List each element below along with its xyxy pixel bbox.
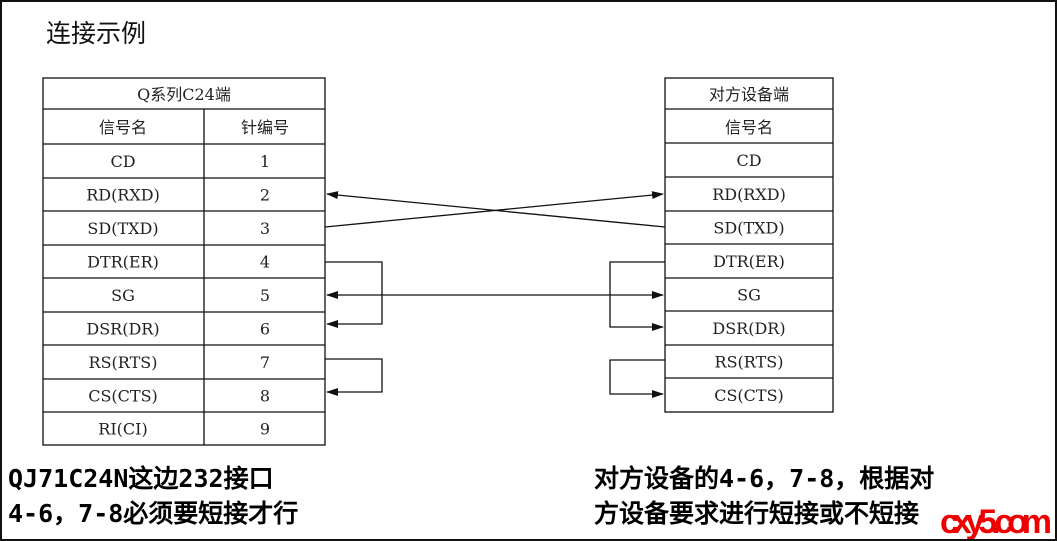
left-pin-cell: 1 (260, 152, 270, 171)
right-signal-cell: RD(RXD) (712, 185, 786, 204)
right-table-caption: 对方设备端 (709, 85, 789, 104)
right-header-signal: 信号名 (725, 118, 773, 137)
left-pin-cell: 4 (260, 253, 270, 272)
left-signal-cell: RD(RXD) (86, 186, 160, 205)
left-signal-cell: DTR(ER) (87, 253, 159, 272)
left-loop-4-6 (325, 261, 383, 328)
left-pin-cell: 9 (260, 420, 270, 439)
right-signal-cell: CS(CTS) (714, 386, 784, 405)
watermark: cxy5.com (940, 503, 1052, 541)
right-signal-cell: SD(TXD) (713, 219, 784, 238)
right-table: 对方设备端 信号名 CD RD(RXD) SD(TXD) DTR(ER) SG DSR(D… (664, 77, 834, 413)
left-loop-7-8 (325, 358, 383, 396)
right-note-line-1: 对方设备的4-6，7-8，根据对 (594, 464, 934, 493)
left-pin-cell: 3 (260, 219, 270, 238)
left-header-signal: 信号名 (99, 118, 147, 137)
left-pin-cell: 2 (260, 186, 270, 205)
left-signal-cell: SG (111, 286, 135, 305)
left-signal-cell: RS(RTS) (89, 353, 158, 372)
left-pin-cell: 7 (260, 353, 270, 372)
page-title: 连接示例 (46, 19, 146, 48)
left-note-line-1: QJ71C24N这边232接口 (8, 464, 274, 493)
left-header-pin: 针编号 (241, 118, 289, 137)
left-signal-cell: SD(TXD) (87, 219, 158, 238)
left-note-line-2: 4-6，7-8必须要短接才行 (8, 499, 298, 528)
notes: QJ71C24N这边232接口 4-6，7-8必须要短接才行 对方设备的4-6，… (8, 464, 934, 528)
right-signal-cell: DTR(ER) (713, 252, 785, 271)
wires (324, 191, 666, 398)
right-loop-7-8 (609, 359, 665, 398)
left-signal-cell: DSR(DR) (86, 320, 159, 339)
right-signal-cell: CD (736, 151, 761, 170)
right-note-line-2: 方设备要求进行短接或不短接 (594, 499, 919, 528)
right-loop-4-6 (609, 261, 665, 331)
right-signal-cell: DSR(DR) (712, 319, 785, 338)
left-signal-cell: CD (110, 152, 135, 171)
left-table: Q系列C24端 信号名 针编号 CD 1RD(RXD) 2SD(TXD) 3DTR(E… (42, 77, 326, 446)
wire-sd (324, 191, 664, 228)
left-signal-cell: CS(CTS) (88, 387, 158, 406)
right-signal-cell: SG (737, 286, 761, 305)
left-pin-cell: 5 (260, 286, 270, 305)
left-signal-cell: RI(CI) (98, 420, 147, 439)
left-pin-cell: 8 (260, 387, 270, 406)
right-table-border (664, 77, 834, 413)
left-table-caption: Q系列C24端 (137, 85, 231, 104)
left-pin-cell: 6 (260, 320, 270, 339)
right-signal-cell: RS(RTS) (715, 353, 784, 372)
